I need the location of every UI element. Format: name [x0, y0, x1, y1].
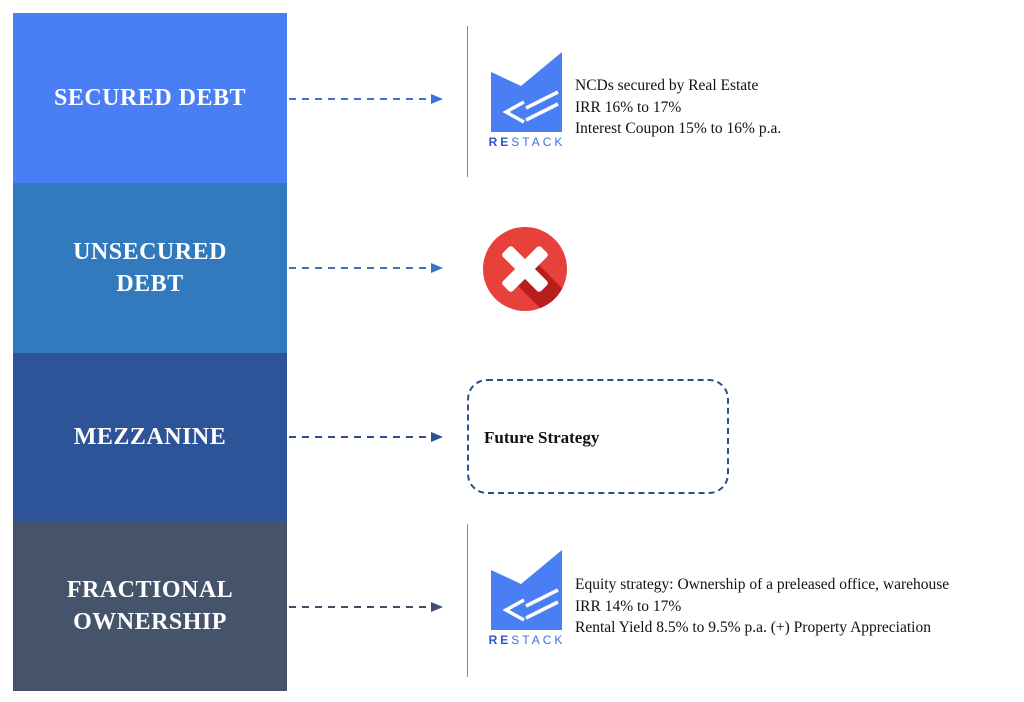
restack-logo: RESTACK — [488, 548, 566, 648]
restack-logo-mark — [491, 52, 562, 132]
detail-line: NCDs secured by Real Estate — [575, 77, 759, 94]
tier-unsecured-debt: UNSECURED DEBT — [13, 183, 287, 353]
tier-label: UNSECURED DEBT — [73, 239, 227, 297]
future-strategy-box — [467, 379, 729, 494]
detail-line: IRR 14% to 17% — [575, 597, 682, 615]
secured-debt-details: NCDs secured by Real Estate IRR 16% to 1… — [575, 75, 781, 140]
detail-line: Equity strategy: Ownership of a prelease… — [575, 576, 950, 593]
fractional-ownership-details: Equity strategy: Ownership of a prelease… — [575, 574, 949, 639]
future-strategy-label: Future Strategy — [484, 428, 600, 447]
tier-label: SECURED DEBT — [53, 85, 247, 111]
divider-line — [467, 524, 468, 677]
tier-secured-debt: SECURED DEBT — [13, 13, 287, 183]
restack-wordmark: RESTACK — [488, 633, 566, 647]
tier-label: MEZZANINE — [73, 424, 227, 450]
arrow-mezzanine — [289, 432, 443, 442]
detail-line: Rental Yield 8.5% to 9.5% p.a. (+) Prope… — [575, 619, 931, 636]
arrow-secured-debt — [289, 94, 443, 104]
cross-icon — [483, 227, 567, 311]
restack-logo: RESTACK — [488, 50, 566, 150]
detail-line: Interest Coupon 15% to 16% p.a. — [575, 120, 782, 137]
detail-line: IRR 16% to 17% — [575, 98, 682, 116]
arrow-unsecured-debt — [289, 263, 443, 273]
arrow-fractional-ownership — [289, 602, 443, 612]
tier-fractional-ownership: FRACTIONAL OWNERSHIP — [13, 521, 287, 691]
restack-logo-mark — [491, 550, 562, 630]
tier-label: FRACTIONAL OWNERSHIP — [66, 577, 234, 635]
divider-line — [467, 26, 468, 177]
tier-mezzanine: MEZZANINE — [13, 353, 287, 521]
restack-wordmark: RESTACK — [488, 135, 566, 149]
